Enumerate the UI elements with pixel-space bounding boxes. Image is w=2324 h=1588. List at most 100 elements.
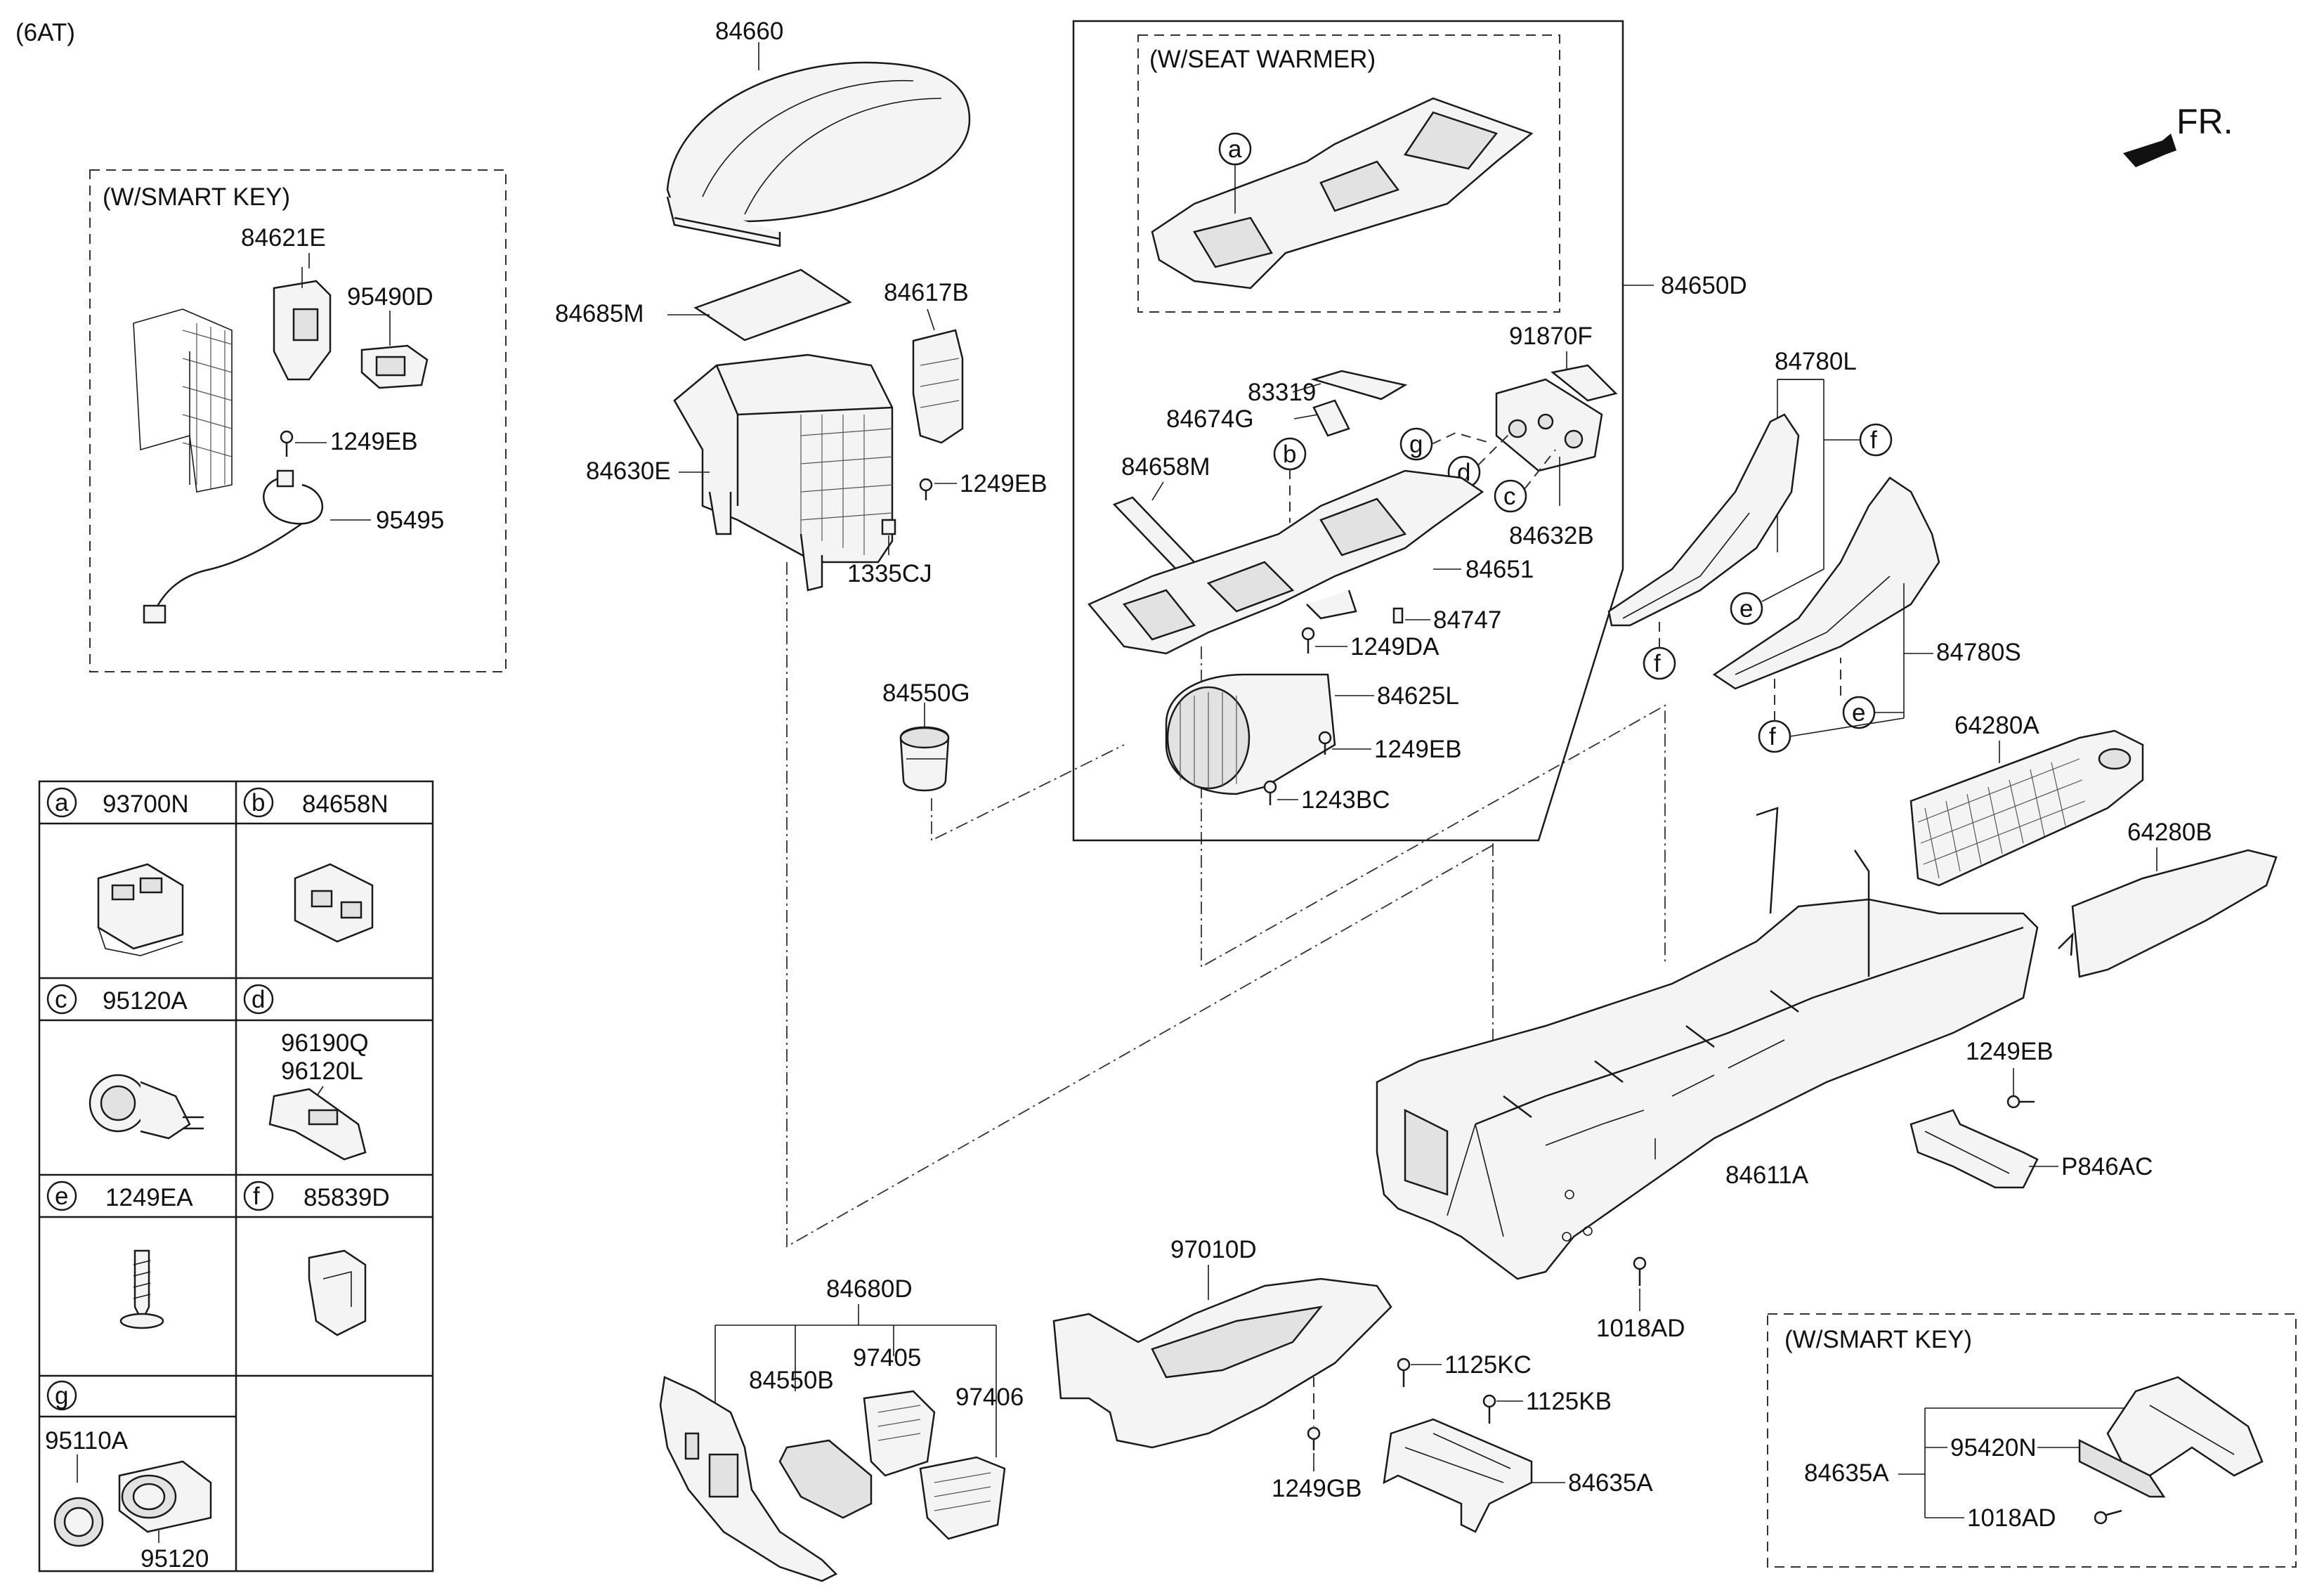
front-label: FR.: [2176, 102, 2233, 141]
label-1018AD-b: 1018AD: [1967, 1504, 2056, 1532]
cover-83319-drawing: [1310, 370, 1408, 401]
label-84651: 84651: [1465, 556, 1534, 583]
screw-icon: [1633, 1256, 1647, 1286]
screw-icon: [280, 430, 294, 457]
label-1249EB-c: 1249EB: [1374, 736, 1462, 763]
smart-key-module-drawing: [273, 267, 332, 381]
label-84674G: 84674G: [1166, 405, 1254, 433]
svg-text:d: d: [252, 986, 265, 1013]
screw-icon: [1307, 1426, 1321, 1450]
svg-text:a: a: [1228, 136, 1242, 163]
switch-95490D-drawing: [360, 344, 429, 389]
console-box-84630E-drawing: [673, 353, 894, 592]
screw-icon: [2006, 1095, 2035, 1109]
cupholder-84625L-drawing: [1165, 673, 1336, 795]
screw-icon: [919, 478, 933, 500]
label-1249EB-b: 1249EB: [330, 428, 418, 455]
panel-64280A-drawing: [1910, 729, 2144, 887]
label-97405: 97405: [853, 1344, 921, 1372]
label-P846AC: P846AC: [2061, 1153, 2153, 1180]
label-1125KC: 1125KC: [1444, 1351, 1532, 1379]
svg-text:g: g: [1409, 431, 1423, 458]
screw-icon: [1263, 780, 1277, 805]
svg-text:b: b: [1283, 441, 1296, 468]
switch-93700N-drawing: [97, 863, 184, 956]
cable-95495-drawing: [143, 469, 323, 624]
callout-b: b: [1273, 437, 1307, 471]
front-arrow-icon: [2123, 134, 2176, 167]
svg-text:b: b: [252, 789, 265, 816]
trim-84674G-drawing: [1312, 399, 1350, 437]
label-84617B: 84617B: [884, 279, 969, 306]
legend-table: [38, 780, 434, 1573]
label-84630E: 84630E: [586, 457, 671, 485]
label-95420N: 95420N: [1950, 1434, 2037, 1462]
label-64280A: 64280A: [1954, 712, 2039, 739]
switch-84658N-drawing: [294, 863, 374, 943]
svg-text:a: a: [55, 789, 69, 816]
leader-line: [786, 562, 1497, 1248]
label-84680D: 84680D: [826, 1275, 913, 1303]
label-84780L: 84780L: [1775, 348, 1857, 375]
legend-key-c: c: [46, 984, 77, 1015]
console-upper-panel-84651-drawing: [1087, 469, 1484, 655]
bracket-84617B-drawing: [912, 329, 964, 444]
console-body-84611A-drawing: [1376, 807, 2039, 1280]
legend-part-e: 1249EA: [105, 1184, 193, 1211]
label-1125KB: 1125KB: [1526, 1388, 1612, 1415]
label-95490D: 95490D: [347, 283, 433, 311]
seat-warmer-title: (W/SEAT WARMER): [1149, 46, 1376, 73]
screw-icon: [1318, 731, 1332, 755]
label-95495: 95495: [376, 507, 444, 534]
label-84621E: 84621E: [241, 224, 326, 252]
callout-g: g: [1399, 427, 1433, 461]
label-1249EB-a: 1249EB: [960, 470, 1047, 497]
usb-port-96120L-drawing: [268, 1088, 367, 1161]
svg-text:e: e: [55, 1183, 68, 1210]
smart-key-group-title: (W/SMART KEY): [103, 183, 290, 211]
cup-84550G-drawing: [899, 726, 950, 792]
smart-key-group-box-right: [1767, 1313, 2297, 1568]
screw-icon: [1482, 1394, 1496, 1424]
label-1249DA: 1249DA: [1350, 633, 1440, 660]
label-84550G: 84550G: [882, 679, 970, 707]
legend-part-d-1: 96190Q: [281, 1029, 369, 1057]
svg-text:c: c: [1503, 483, 1516, 510]
vent-97405-drawing: [863, 1390, 936, 1477]
callout-e: e: [1730, 592, 1763, 625]
legend-part-f: 85839D: [303, 1184, 390, 1211]
bracket-frame-drawing: [133, 308, 233, 493]
label-84625L: 84625L: [1377, 682, 1459, 710]
callout-c: c: [1494, 479, 1527, 513]
bracket-84635A-right-drawing: [2078, 1376, 2264, 1498]
label-1243BC: 1243BC: [1301, 786, 1390, 814]
label-84550B: 84550B: [749, 1367, 834, 1394]
panel-64280B-drawing: [2058, 849, 2278, 978]
svg-text:f: f: [253, 1183, 260, 1210]
transmission-label: (6AT): [15, 19, 75, 46]
armrest-84660-drawing: [666, 61, 971, 247]
smart-key-group-box: [89, 169, 507, 672]
bracket-84635A-drawing: [1383, 1418, 1533, 1533]
legend-key-d: d: [243, 984, 274, 1015]
legend-part-a: 93700N: [103, 790, 189, 818]
label-83319: 83319: [1248, 379, 1316, 406]
callout-a: a: [1218, 132, 1252, 166]
tray-84550B-drawing: [778, 1439, 873, 1519]
legend-key-e: e: [46, 1180, 77, 1211]
panel-84680D-drawing: [659, 1376, 838, 1582]
callout-f: f: [1758, 720, 1791, 753]
bumper-84747-drawing: [1392, 607, 1404, 624]
pad-84685M-drawing: [693, 268, 852, 341]
label-84635A-a: 84635A: [1568, 1469, 1653, 1497]
legend-part-g-2: 95120: [141, 1545, 209, 1573]
leader-line: [931, 744, 1125, 842]
label-84611A: 84611A: [1725, 1161, 1809, 1189]
label-84635A-b: 84635A: [1804, 1459, 1889, 1487]
clip-85839D-drawing: [308, 1249, 367, 1336]
label-1249GB: 1249GB: [1272, 1475, 1362, 1502]
label-84780S: 84780S: [1936, 639, 2021, 666]
screw-icon: [1301, 627, 1315, 653]
svg-text:g: g: [55, 1382, 68, 1410]
